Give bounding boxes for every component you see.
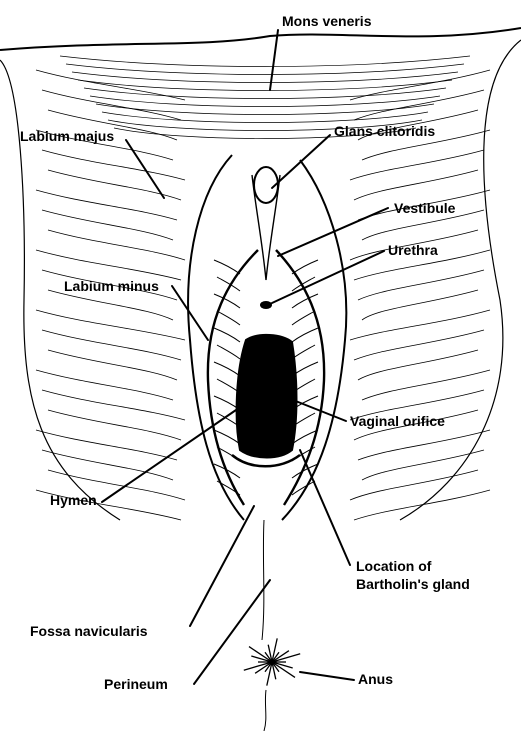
shading-line — [48, 290, 173, 320]
fold-line — [217, 481, 240, 495]
shading-line — [72, 72, 458, 83]
shading-line — [42, 150, 185, 180]
shading-line — [36, 370, 173, 400]
leader-vestibule — [278, 208, 388, 256]
fold-line — [292, 294, 318, 308]
shading-line — [90, 96, 440, 107]
perineal-raphe — [262, 520, 264, 640]
fold-line — [292, 328, 318, 342]
label-vaginal-orifice: Vaginal orifice — [350, 413, 445, 429]
shading-line — [358, 350, 478, 380]
label-labium-minus: Labium minus — [64, 278, 159, 294]
shading-line — [36, 250, 181, 280]
shading-line — [350, 470, 478, 500]
shading-line — [60, 56, 470, 67]
label-urethra: Urethra — [388, 242, 438, 258]
leader-labium-majus — [126, 140, 164, 198]
fold-line — [217, 311, 240, 325]
leader-anus — [300, 672, 354, 680]
shading-line — [358, 270, 484, 300]
shading-line — [36, 310, 185, 340]
clitoral-hood — [252, 175, 280, 280]
shading-line — [42, 390, 185, 420]
leader-glans-clitoridis — [272, 135, 330, 188]
fold-line — [292, 345, 315, 359]
label-fossa-navicularis: Fossa navicularis — [30, 623, 148, 639]
vaginal-orifice-shape — [237, 335, 297, 458]
label-hymen: Hymen — [50, 492, 97, 508]
label-anus: Anus — [358, 671, 393, 687]
shading-line — [350, 310, 490, 340]
shading-line — [362, 450, 484, 480]
leader-bartholin — [300, 450, 350, 565]
leader-mons-veneris — [270, 30, 278, 90]
shading-line — [48, 230, 185, 260]
shading-line — [350, 150, 484, 180]
fold-line — [292, 311, 315, 325]
anus-shape — [244, 638, 300, 685]
shading-line — [358, 430, 490, 460]
label-glans-clitoridis: Glans clitoridis — [334, 123, 435, 139]
fold-line — [214, 260, 240, 274]
shading-line — [354, 490, 490, 520]
shading-line — [102, 112, 428, 123]
shading-line — [362, 370, 490, 400]
shading-line — [48, 350, 177, 380]
fold-line — [214, 328, 240, 342]
label-labium-majus: Labium majus — [20, 128, 114, 144]
urethra-shape — [260, 301, 272, 309]
shading-line — [78, 80, 452, 91]
shading-line — [84, 88, 446, 99]
fold-line — [214, 362, 240, 376]
right-thigh-contour — [400, 40, 521, 520]
label-mons-veneris: Mons veneris — [282, 13, 371, 29]
shading-line — [66, 64, 464, 75]
shading-line — [36, 430, 177, 460]
fold-line — [214, 294, 240, 308]
label-perineum: Perineum — [104, 676, 168, 692]
label-bartholin-line2: Bartholin's gland — [356, 576, 470, 592]
leader-urethra — [272, 251, 384, 303]
anal-cleft — [264, 690, 266, 731]
shading-line — [354, 170, 478, 200]
leader-hymen — [102, 410, 236, 502]
label-bartholin-line1: Location of — [356, 558, 431, 574]
leader-fossa-navicularis — [190, 506, 254, 626]
fold-line — [292, 260, 318, 274]
label-vestibule: Vestibule — [394, 200, 455, 216]
body-contour — [0, 28, 521, 50]
shading-line — [96, 104, 434, 115]
shading-line — [362, 290, 478, 320]
shading-line — [36, 190, 177, 220]
fold-line — [217, 345, 240, 359]
